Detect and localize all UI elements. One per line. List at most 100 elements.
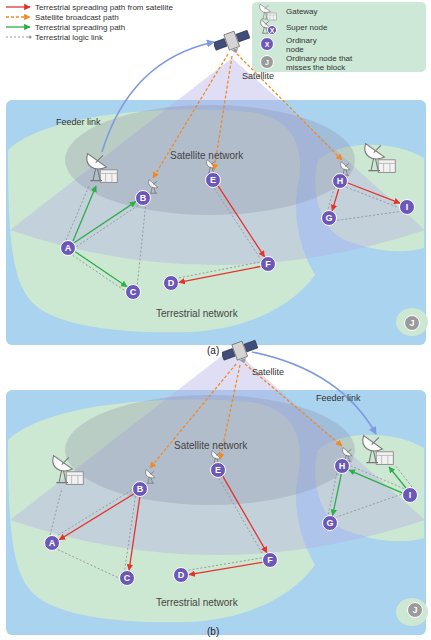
node-letter: J <box>412 605 417 615</box>
legend-sample <box>6 37 30 38</box>
label-text: Feeder link <box>56 117 101 127</box>
legend-text: Terrestrial spreading path <box>35 23 125 32</box>
logic-link <box>215 189 261 260</box>
logic-link <box>328 188 335 210</box>
spreading-path <box>333 474 342 515</box>
legend-label: Terrestrial spreading path from satellit… <box>35 3 173 12</box>
feeder-link <box>102 42 214 152</box>
satellite-label: Satellite <box>252 368 284 378</box>
spreading-path-to-gateway <box>73 186 96 241</box>
legend-text: Ordinary node <box>286 36 328 54</box>
logic-link <box>137 206 145 284</box>
legend-text: Terrestrial logic link <box>35 33 103 42</box>
node-letter: A <box>49 538 56 548</box>
feeder-link-label: Feeder link <box>56 118 101 128</box>
ordinary-node: I <box>399 199 415 215</box>
icon-letter: X <box>270 27 275 34</box>
ordinary-node: C <box>125 284 141 300</box>
node-letter: D <box>178 570 185 580</box>
label-text: Terrestrial network <box>156 308 238 319</box>
label-text: Satellite network <box>174 440 247 451</box>
logic-link <box>57 490 131 536</box>
logic-link <box>188 558 261 570</box>
logic-link <box>346 187 398 207</box>
ordinary-node: F <box>262 552 278 568</box>
node-letter: B <box>137 484 144 494</box>
broadcast-path <box>245 364 342 446</box>
network-label: Satellite network <box>174 440 247 451</box>
spreading-path <box>349 470 402 493</box>
missing-node: J <box>404 315 420 331</box>
ordinary-node: E <box>210 462 226 478</box>
spreading-path-from-satellite <box>332 189 339 211</box>
legend-label: Super node <box>286 23 327 32</box>
node-letter: E <box>210 175 216 185</box>
gateway-icon <box>53 456 83 485</box>
ordinary-node: F <box>260 256 276 272</box>
node-letter: D <box>168 278 175 288</box>
node-letter: F <box>265 259 271 269</box>
legend-label: Ordinary node <box>286 36 317 54</box>
legend-label: Terrestrial logic link <box>35 33 103 42</box>
icon-letter: J <box>265 59 269 66</box>
ordinary-node: A <box>60 240 76 256</box>
gateway-icon <box>87 154 117 183</box>
logic-link <box>178 262 259 278</box>
label-text: (b) <box>207 626 219 637</box>
legend-text: Satellite broadcast path <box>35 13 119 22</box>
ordinary-node: D <box>163 275 179 291</box>
gateway-icon <box>365 144 395 173</box>
network-label: Satellite network <box>170 150 243 161</box>
node-letter: J <box>409 318 414 328</box>
ordinary-node: B <box>132 481 148 497</box>
super-node-dish <box>149 180 158 194</box>
legend-node-icon: J <box>260 55 274 69</box>
spreading-path-from-satellite <box>218 186 264 257</box>
legend-label: Terrestrial spreading path <box>35 23 125 32</box>
gateway-icon <box>363 436 393 465</box>
legend-text: Gateway <box>286 7 318 16</box>
spreading-path-from-satellite <box>189 562 262 574</box>
ordinary-node: G <box>322 515 338 531</box>
ordinary-node: H <box>334 458 350 474</box>
legend-text: Super node <box>286 23 327 32</box>
missing-node: J <box>407 602 423 618</box>
ordinary-node: B <box>135 190 151 206</box>
logic-link <box>336 494 401 517</box>
legend-sample <box>6 16 30 17</box>
node-letter: H <box>339 461 346 471</box>
node-letter: G <box>325 213 332 223</box>
satellite-icon <box>213 30 250 54</box>
legend-sample <box>6 26 30 27</box>
legend-sample-dot <box>28 35 31 38</box>
logic-link <box>337 212 399 221</box>
logic-link <box>328 473 337 514</box>
spreading-path-to-gateway <box>389 467 406 488</box>
spreading-path-from-satellite <box>223 476 267 552</box>
logic-link <box>58 550 119 578</box>
label-text: Satellite <box>242 71 274 81</box>
network-label: Terrestrial network <box>156 597 238 608</box>
spreading-path-from-satellite <box>179 267 260 283</box>
node-letter: I <box>409 490 412 500</box>
ordinary-node: A <box>44 535 60 551</box>
node-letter: H <box>337 176 344 186</box>
logic-link <box>73 255 125 290</box>
logic-link <box>125 496 136 569</box>
logic-link <box>219 479 263 555</box>
node-letter: A <box>65 243 72 253</box>
legend-text: Terrestrial spreading path from satellit… <box>35 3 173 12</box>
node-letter: I <box>406 202 409 212</box>
logic-link <box>77 205 139 246</box>
ordinary-node: G <box>321 210 337 226</box>
feeder-link-label: Feeder link <box>316 394 361 404</box>
node-letter: C <box>130 287 137 297</box>
ordinary-node: D <box>173 567 189 583</box>
legend-box <box>252 2 426 72</box>
spreading-path-from-satellite <box>59 494 133 540</box>
spreading-path-from-satellite <box>129 497 140 570</box>
legend-label: Satellite broadcast path <box>35 13 119 22</box>
spreading-path <box>75 252 127 287</box>
